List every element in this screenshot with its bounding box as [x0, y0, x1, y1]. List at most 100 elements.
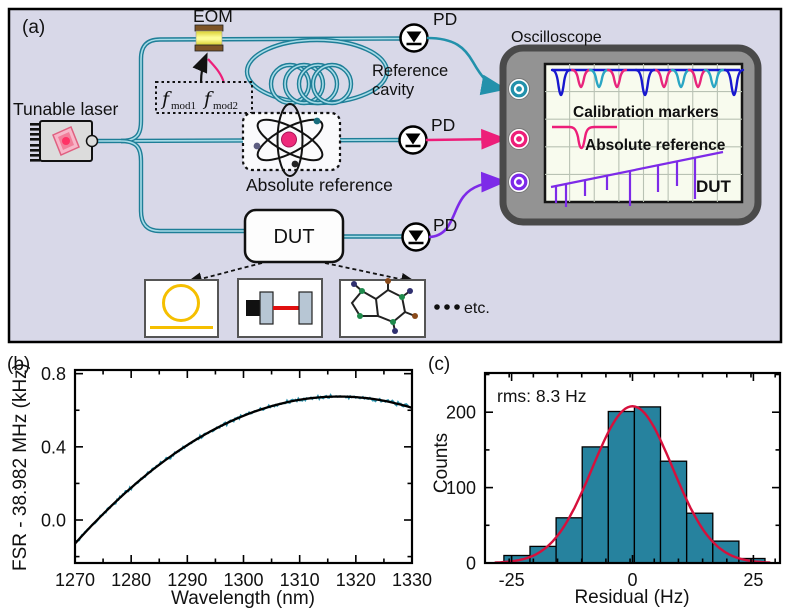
panel-c-tag: (c) [428, 354, 450, 375]
marker-dip [588, 68, 610, 89]
axis-frame [483, 371, 782, 565]
y-tick-label: 200 [446, 403, 476, 423]
eom-label: EOM [193, 6, 233, 26]
histogram-bars [503, 406, 766, 564]
y-tick-label: 0 [466, 554, 476, 574]
trace-absolute-reference-label: Absolute reference [585, 137, 726, 154]
etc-label: etc. [464, 300, 490, 317]
oscilloscope-grid [545, 64, 742, 202]
histogram-bar [607, 410, 636, 564]
axis-frame [73, 368, 414, 565]
panel-a-setup-diagram: f mod1 f mod2 DUT [7, 6, 783, 344]
x-tick-label: 1310 [280, 570, 320, 590]
dut-box-label: DUT [273, 226, 314, 248]
x-tick-label: 25 [743, 570, 763, 590]
example-ring-resonator-icon [144, 279, 219, 338]
photodetector-icons [398, 23, 431, 252]
marker-dip [703, 68, 725, 89]
dut-example-arrow-left [185, 262, 263, 286]
fit-curve [74, 395, 413, 545]
pd-label-middle: PD [431, 115, 455, 135]
oscilloscope-traces [550, 68, 745, 207]
panel-a-tag: (a) [22, 17, 45, 38]
absolute-reference-trace [552, 125, 617, 150]
fmod-arrow [192, 52, 208, 84]
fmod2-subscript: mod2 [213, 100, 238, 112]
fiber-core [284, 64, 324, 104]
measured-data-series [74, 393, 413, 544]
y-tick-label: 0.0 [41, 511, 66, 531]
pd-photodetector-icon [401, 222, 431, 252]
x-tick-label: 1290 [167, 570, 207, 590]
wire-reference-to-scope [425, 128, 508, 150]
example-fabry-perot-cavity-icon [237, 278, 323, 338]
fiber-core [120, 140, 250, 232]
panel-b-tag: (b) [7, 354, 30, 375]
trace-calibration-markers-label: Calibration markers [573, 104, 719, 121]
x-tick-label: 1320 [336, 570, 376, 590]
fmod1-symbol: f [160, 88, 172, 110]
dut-example-arrow-right [324, 262, 418, 286]
gaussian-fit-curve [494, 404, 771, 564]
dut-box [243, 208, 345, 264]
rms-annotation: rms: 8.3 Hz [497, 386, 586, 406]
scope-input-connector [508, 78, 530, 100]
histogram-bar [555, 517, 583, 564]
c-xaxis-label: Residual (Hz) [574, 587, 689, 608]
fmod2-arrow [207, 58, 226, 84]
tunable-laser-icon [30, 120, 99, 162]
wire-dut-to-scope [428, 171, 508, 239]
marker-dip [570, 68, 592, 89]
pd-label-bottom: PD [433, 215, 457, 235]
x-tick-label: 1300 [223, 570, 263, 590]
b-xaxis-label: Wavelength (nm) [171, 588, 315, 609]
fiber-core [270, 64, 310, 104]
atom-orbits [256, 103, 324, 177]
marker-dip [550, 68, 572, 97]
trace-dut-label: DUT [696, 177, 732, 196]
marker-dip [606, 68, 628, 89]
x-tick-label: 1270 [55, 570, 95, 590]
marker-dip [723, 68, 745, 97]
optical-fiber-paths [95, 36, 407, 239]
wire-cavity-to-scope [426, 36, 508, 96]
fmod1-subscript: mod1 [171, 100, 196, 112]
fiber-core [120, 37, 407, 142]
marker-dip [687, 68, 709, 89]
pd-photodetector-icon [398, 125, 428, 155]
absolute-reference-icon [241, 103, 342, 177]
y-tick-label: 0.4 [41, 437, 66, 457]
pd-label-top: PD [433, 9, 457, 29]
fmod2-symbol: f [202, 88, 214, 110]
marker-dip [634, 68, 656, 97]
b-yaxis-label: FSR - 38.982 MHz (kHz) [10, 363, 31, 571]
example-molecule-icon [339, 278, 426, 338]
ellipsis-dots-icon [434, 304, 460, 310]
molecule-atoms [351, 278, 418, 334]
oscilloscope-title: Oscilloscope [511, 29, 602, 46]
scope-input-connector [508, 171, 530, 193]
y-tick-label: 100 [446, 478, 476, 498]
oscilloscope: Calibration markers Absolute reference D… [499, 44, 762, 226]
modulation-frequency-box: f mod1 f mod2 [155, 52, 253, 114]
histogram-bar [659, 460, 688, 564]
y-tick-label: 0.8 [41, 364, 66, 384]
x-tick-label: 1280 [111, 570, 151, 590]
marker-dip [670, 68, 692, 89]
x-tick-label: -25 [499, 570, 525, 590]
histogram-bar [581, 446, 609, 564]
pd-photodetector-icon [399, 23, 429, 53]
marker-dip [653, 68, 675, 89]
eom-icon [194, 24, 224, 52]
reference-cavity-label-line1: Reference [372, 62, 448, 80]
axis-ticks [74, 370, 413, 563]
atom-nucleus [281, 131, 297, 148]
absolute-reference-label: Absolute reference [246, 175, 393, 195]
